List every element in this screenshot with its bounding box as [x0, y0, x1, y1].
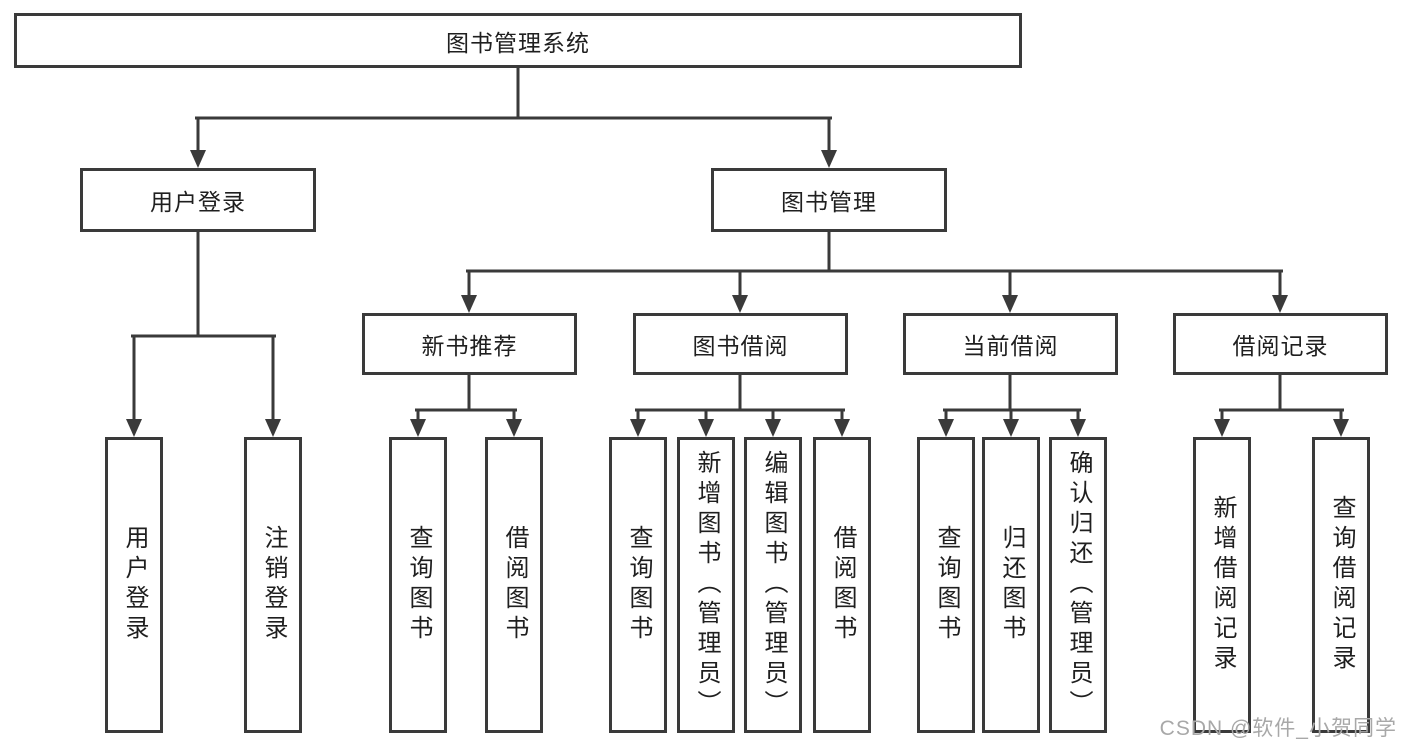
leaf-add-borrow-record: 新增借阅记录 [1193, 437, 1251, 733]
leaf-user-login-label: 用户登录 [121, 525, 148, 645]
leaf-add-book-admin: 新增图书（管理员） [677, 437, 735, 733]
leaf-edit-book-admin: 编辑图书（管理员） [744, 437, 802, 733]
node-borrowing-records: 借阅记录 [1173, 313, 1388, 375]
leaf-query-books-borrowing: 查询图书 [609, 437, 667, 733]
leaf-confirm-return-admin-label: 确认归还（管理员） [1065, 450, 1092, 720]
node-book-borrowing: 图书借阅 [633, 313, 848, 375]
leaf-edit-book-admin-label: 编辑图书（管理员） [760, 450, 787, 720]
leaf-query-borrow-record: 查询借阅记录 [1312, 437, 1370, 733]
leaf-query-books-recommend-label: 查询图书 [405, 525, 432, 645]
node-library-system-label: 图书管理系统 [446, 29, 590, 56]
node-book-management: 图书管理 [711, 168, 947, 232]
leaf-add-borrow-record-label: 新增借阅记录 [1209, 495, 1236, 675]
node-user-login-label: 用户登录 [150, 189, 246, 215]
leaf-user-login: 用户登录 [105, 437, 163, 733]
node-borrowing-records-label: 借阅记录 [1232, 333, 1329, 359]
node-new-book-recommend-label: 新书推荐 [421, 333, 518, 359]
leaf-query-books-current-label: 查询图书 [933, 525, 960, 645]
leaf-logout: 注销登录 [244, 437, 302, 733]
node-new-book-recommend: 新书推荐 [362, 313, 577, 375]
leaf-borrow-books-recommend-label: 借阅图书 [501, 525, 528, 645]
leaf-return-book: 归还图书 [982, 437, 1040, 733]
arrowhead-icons [126, 150, 1349, 437]
leaf-query-books-current: 查询图书 [917, 437, 975, 733]
node-current-borrowing: 当前借阅 [903, 313, 1118, 375]
leaf-borrow-books-borrowing: 借阅图书 [813, 437, 871, 733]
node-book-management-label: 图书管理 [781, 189, 877, 215]
leaf-query-books-borrowing-label: 查询图书 [625, 525, 652, 645]
node-book-borrowing-label: 图书借阅 [692, 333, 789, 359]
leaf-logout-label: 注销登录 [260, 525, 287, 645]
leaf-borrow-books-recommend: 借阅图书 [485, 437, 543, 733]
leaf-confirm-return-admin: 确认归还（管理员） [1049, 437, 1107, 733]
node-user-login: 用户登录 [80, 168, 316, 232]
node-library-system: 图书管理系统 [14, 13, 1022, 68]
leaf-query-books-recommend: 查询图书 [389, 437, 447, 733]
node-current-borrowing-label: 当前借阅 [962, 333, 1059, 359]
leaf-return-book-label: 归还图书 [998, 525, 1025, 645]
leaf-borrow-books-borrowing-label: 借阅图书 [829, 525, 856, 645]
leaf-query-borrow-record-label: 查询借阅记录 [1328, 495, 1355, 675]
leaf-add-book-admin-label: 新增图书（管理员） [693, 450, 720, 720]
csdn-watermark: CSDN @软件_小贺同学 [1159, 717, 1397, 740]
